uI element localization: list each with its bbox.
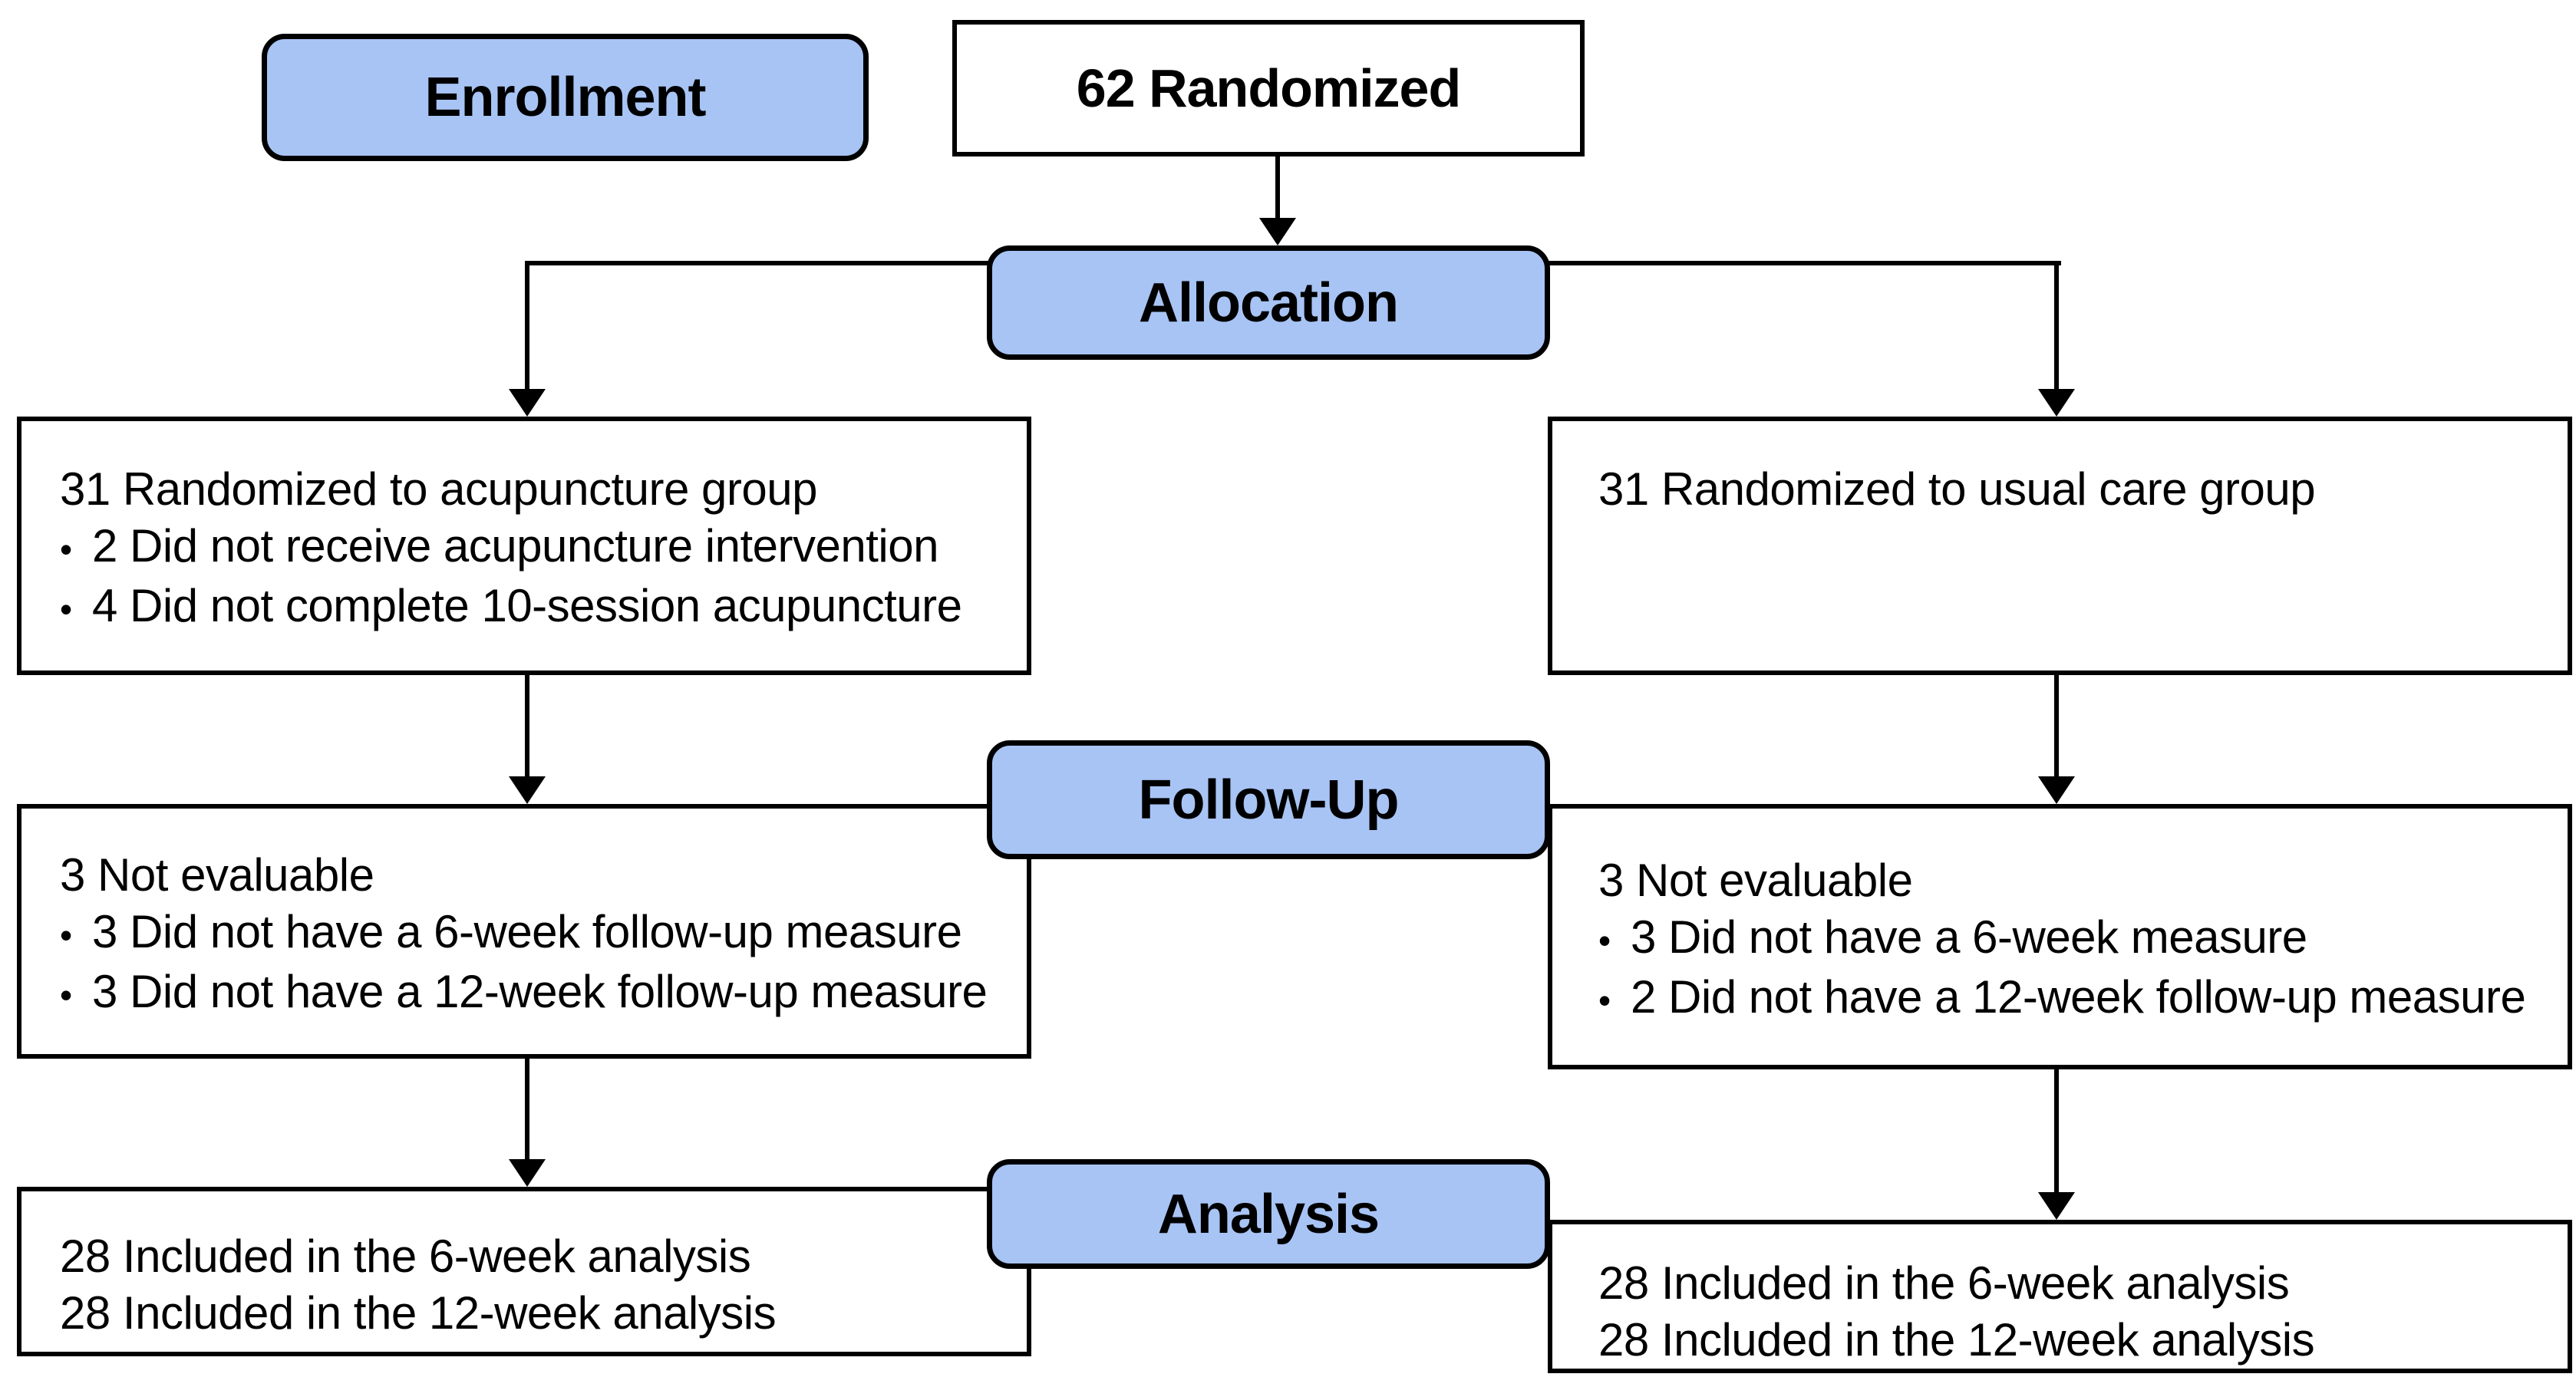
arrow-shaft — [525, 675, 529, 778]
stage-label-followup: Follow-Up — [987, 740, 1550, 859]
box-usualcare-allocation: 31 Randomized to usual care group — [1548, 417, 2572, 675]
box-usualcare-followup: 3 Not evaluable • 3 Did not have a 6-week… — [1548, 804, 2572, 1069]
box-acupuncture-allocation: 31 Randomized to acupuncture group • 2 Di… — [17, 417, 1031, 675]
arrowhead-down — [509, 389, 546, 417]
arrow-to-usualcare-allocation — [2038, 263, 2075, 417]
arrow-to-usualcare-analysis — [2038, 1069, 2075, 1220]
followup-right-bullet: • 2 Did not have a 12-week follow-up meas… — [1598, 969, 2552, 1029]
allocation-right-title: 31 Randomized to usual care group — [1598, 463, 2316, 515]
arrow-shaft — [2054, 1069, 2059, 1194]
followup-left-title: 3 Not evaluable — [60, 849, 374, 901]
bullet-icon: • — [1598, 980, 1611, 1021]
box-acupuncture-analysis: 28 Included in the 6-week analysis 28 In… — [17, 1187, 1031, 1356]
arrowhead-down — [1259, 218, 1296, 245]
arrow-randomized-to-allocation — [1259, 156, 1296, 245]
bullet-text: 3 Did not have a 6-week measure — [1631, 911, 2307, 963]
arrow-to-acupuncture-followup — [509, 675, 546, 804]
arrowhead-down — [2038, 776, 2075, 804]
analysis-left-line: 28 Included in the 6-week analysis — [60, 1231, 751, 1282]
arrow-shaft — [525, 1059, 529, 1161]
box-usualcare-analysis: 28 Included in the 6-week analysis 28 In… — [1548, 1220, 2572, 1373]
analysis-right-line: 28 Included in the 12-week analysis — [1598, 1314, 2315, 1366]
arrow-shaft — [1275, 156, 1280, 219]
arrow-to-usualcare-followup — [2038, 675, 2075, 804]
randomized-count-box: 62 Randomized — [952, 20, 1585, 156]
bullet-text: 4 Did not complete 10-session acupunctur… — [92, 580, 962, 632]
arrow-shaft — [525, 263, 529, 390]
followup-right-bullet: • 3 Did not have a 6-week measure — [1598, 909, 2552, 969]
stage-label-analysis: Analysis — [987, 1159, 1550, 1269]
allocation-left-bullet: • 2 Did not receive acupuncture intervent… — [60, 518, 1011, 578]
box-acupuncture-followup: 3 Not evaluable • 3 Did not have a 6-week… — [17, 804, 1031, 1059]
arrow-to-acupuncture-allocation — [509, 263, 546, 417]
bullet-text: 3 Did not have a 6-week follow-up measur… — [92, 906, 962, 957]
bullet-text: 3 Did not have a 12-week follow-up measu… — [92, 966, 988, 1018]
stage-label-enrollment: Enrollment — [262, 34, 869, 161]
bullet-icon: • — [60, 529, 72, 570]
bullet-icon: • — [60, 589, 72, 630]
arrowhead-down — [2038, 1192, 2075, 1220]
arrow-shaft — [2054, 675, 2059, 778]
analysis-right-line: 28 Included in the 6-week analysis — [1598, 1257, 2290, 1309]
bullet-text: 2 Did not receive acupuncture interventi… — [92, 520, 939, 572]
bullet-text: 2 Did not have a 12-week follow-up measu… — [1631, 971, 2526, 1023]
arrowhead-down — [2038, 389, 2075, 417]
arrow-shaft — [2054, 263, 2059, 390]
followup-left-bullet: • 3 Did not have a 6-week follow-up measu… — [60, 904, 1011, 964]
allocation-left-title: 31 Randomized to acupuncture group — [60, 463, 818, 515]
arrowhead-down — [509, 1159, 546, 1187]
allocation-left-bullet: • 4 Did not complete 10-session acupunctu… — [60, 578, 1011, 637]
bullet-icon: • — [60, 915, 72, 956]
arrow-to-acupuncture-analysis — [509, 1059, 546, 1187]
analysis-left-line: 28 Included in the 12-week analysis — [60, 1287, 777, 1339]
bullet-icon: • — [60, 975, 72, 1016]
arrowhead-down — [509, 776, 546, 804]
followup-left-bullet: • 3 Did not have a 12-week follow-up meas… — [60, 964, 1011, 1023]
stage-label-allocation: Allocation — [987, 245, 1550, 360]
followup-right-title: 3 Not evaluable — [1598, 855, 1913, 906]
bullet-icon: • — [1598, 921, 1611, 961]
